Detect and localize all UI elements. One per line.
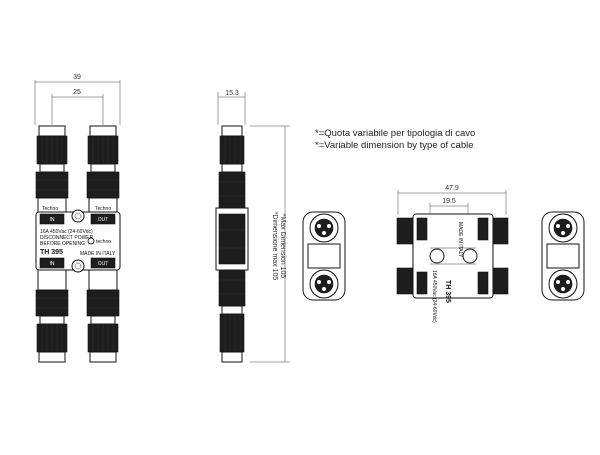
top-connector-left-upper	[396, 217, 416, 245]
brand-logo-icon	[87, 237, 95, 245]
out-badge	[90, 257, 116, 269]
connector-neck-lower	[37, 267, 67, 291]
side-gland-nut-lower	[219, 313, 245, 353]
front-view: 39 25 OUT IN	[34, 74, 121, 363]
side-ring-nut-lower	[218, 269, 246, 307]
gland-collar-lower	[39, 315, 65, 325]
cable-gland-cap-lower	[89, 351, 117, 363]
gland-collar	[90, 163, 116, 173]
dim-label-15-3: 15.3	[225, 90, 239, 97]
disconnect-label: DISCONNECT POWER	[40, 235, 94, 241]
ring-nut-lower	[86, 289, 120, 317]
cable-gland-cap-lower	[38, 351, 66, 363]
top-body	[412, 213, 494, 299]
side-gland-cap-lower	[221, 351, 243, 363]
notes: *=Quota variabile per tipologia di cavo …	[315, 128, 475, 151]
dim-label-47-9: 47.9	[445, 185, 459, 192]
out-badge-top	[90, 213, 116, 225]
dim-label-19-5: 19.5	[442, 198, 456, 205]
side-body-core	[218, 213, 246, 265]
top-made-in-label: MADE IN ITALY	[457, 222, 463, 258]
dim-label-39: 39	[73, 74, 81, 81]
logo-text: techno	[96, 239, 111, 245]
made-in-label: MADE IN ITALY	[80, 251, 116, 257]
dim-label-25: 25	[73, 89, 81, 96]
before-opening-label: BEFORE OPENING	[40, 241, 85, 247]
end-view-right	[541, 211, 585, 301]
gland-collar	[39, 163, 65, 173]
rating-label: 16A 450Vac (24-60Vdc)	[40, 229, 93, 235]
ring-nut	[35, 171, 69, 199]
top-mount-hole-right	[462, 248, 478, 264]
dim-label-max-it: *Dimensione max 105	[271, 212, 278, 281]
junction-body: Techno Techno 16A 450Vac (24-60Vdc) DISC…	[35, 206, 121, 273]
ring-nut-lower	[35, 289, 69, 317]
side-gland-nut	[219, 135, 245, 165]
mounting-hole-top	[71, 209, 85, 223]
side-gland-cap	[221, 125, 243, 137]
top-model-label: TH 395	[444, 280, 451, 303]
top-mount-hole-left	[429, 248, 445, 264]
top-view: 47.9 19.5 TH 395 16A 450Vac (24-60Vdc) M…	[396, 185, 509, 323]
mounting-hole-bottom	[71, 259, 85, 273]
side-view: 15.3 *Dimensione max 105 *Max Dimension …	[215, 90, 290, 363]
gland-collar-lower	[90, 315, 116, 325]
ring-nut	[86, 171, 120, 199]
in-badge-top	[39, 213, 65, 225]
dim-label-max-en: *Max Dimension 105	[279, 214, 286, 279]
top-rating-label: 16A 450Vac (24-60Vdc)	[431, 270, 437, 323]
badge-text: OUT	[98, 217, 109, 223]
brand-label-right: Techno	[95, 206, 111, 212]
note-italian: *=Quota variabile per tipologia di cavo	[315, 128, 475, 139]
badge-text: IN	[50, 217, 55, 223]
in-badge	[39, 257, 65, 269]
cable-gland-cap	[38, 125, 66, 137]
end-view-left	[302, 211, 346, 301]
brand-label-left: Techno	[42, 206, 58, 212]
connector-neck-lower	[88, 267, 118, 291]
model-label: TH 395	[40, 249, 63, 256]
note-english: *=Variable dimension by type of cable	[315, 140, 474, 151]
badge-text: IN	[50, 261, 55, 267]
badge-text: OUT	[98, 261, 109, 267]
side-ring-nut	[218, 171, 246, 209]
cable-gland-cap	[89, 125, 117, 137]
top-connector-left-lower	[396, 267, 416, 295]
